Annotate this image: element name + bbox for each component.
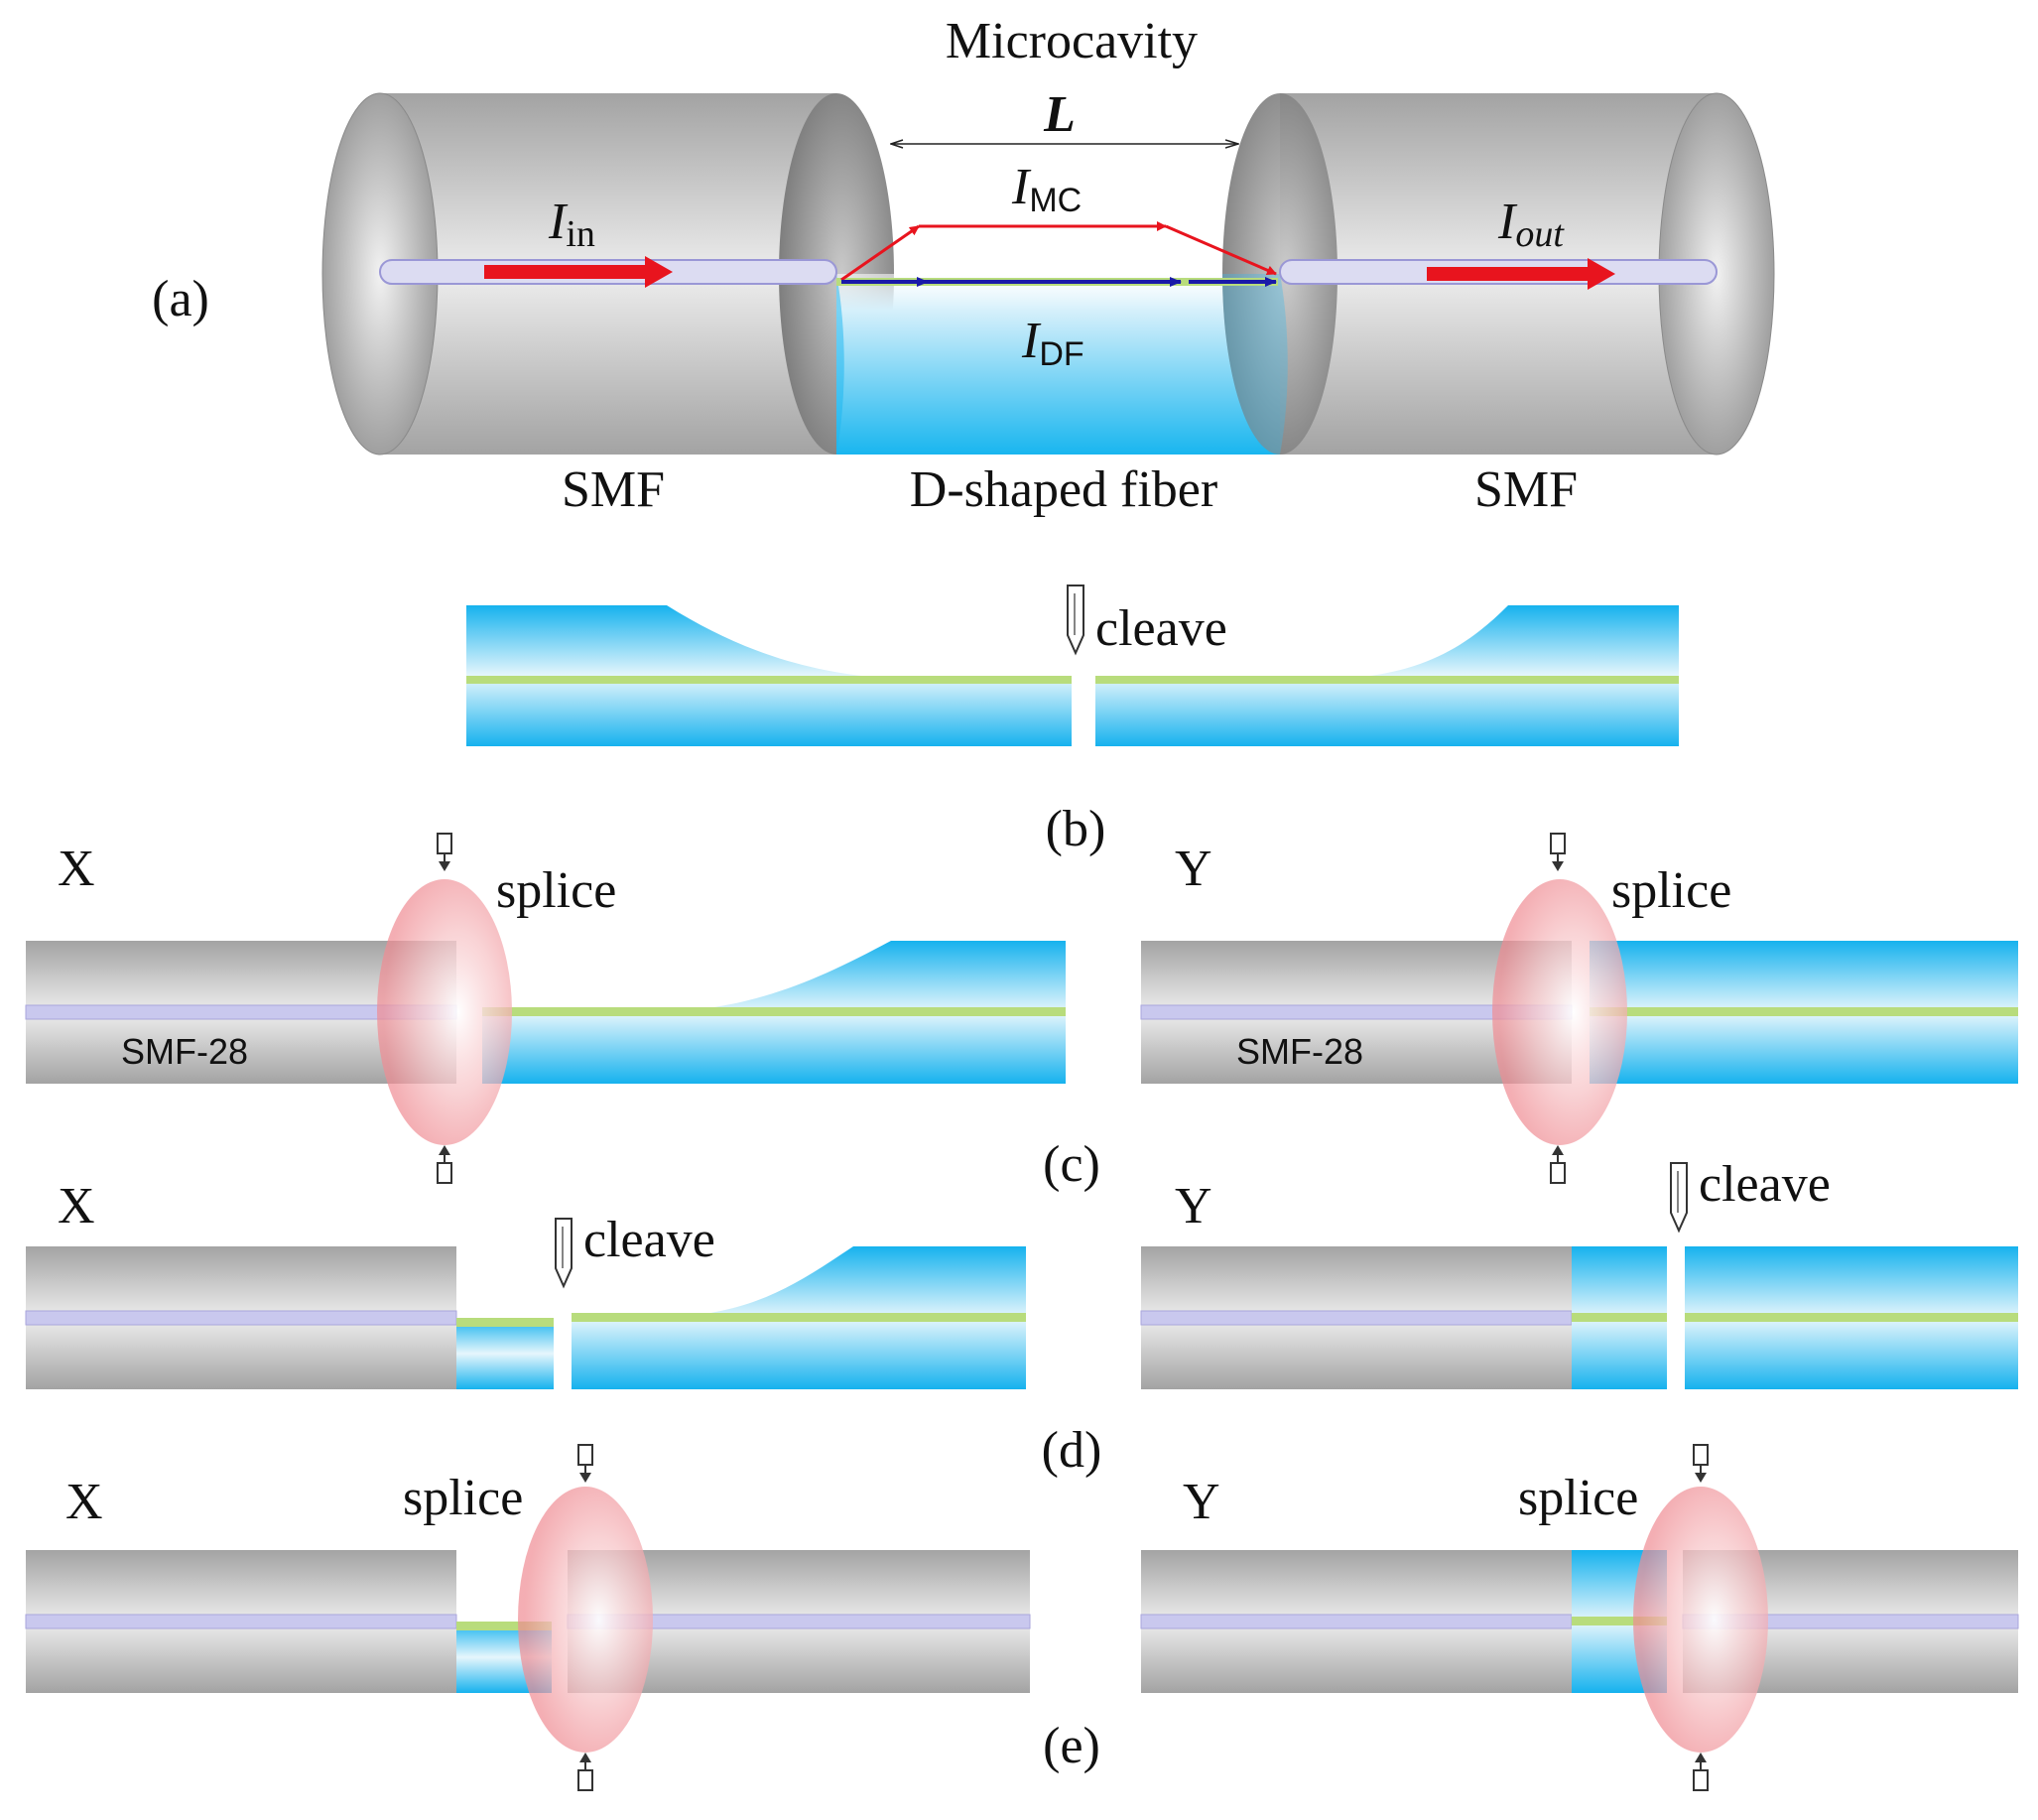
- splice-arc-y: [1492, 879, 1627, 1145]
- cleave-label: cleave: [1095, 600, 1227, 657]
- d-fiber-stub-dx: [456, 1318, 554, 1389]
- splice-label-ex: splice: [403, 1470, 523, 1526]
- cleaver-dx: [555, 1218, 573, 1287]
- i-out-label: Iout: [1497, 194, 1565, 255]
- i-mc-label: IMC: [1011, 159, 1082, 219]
- electrode-top-ex: [577, 1444, 593, 1484]
- smf28-label-x: SMF-28: [121, 1031, 248, 1072]
- panel-c-label: (c): [1043, 1136, 1100, 1193]
- splice-label-x: splice: [496, 862, 616, 919]
- splice-label-y: splice: [1611, 862, 1731, 919]
- panel-b-label: (b): [1046, 801, 1106, 857]
- i-df-label: IDF: [1021, 313, 1084, 373]
- splice-arc-ex: [518, 1487, 653, 1753]
- electrode-bottom-x: [437, 1144, 452, 1184]
- electrode-bottom-ex: [577, 1752, 593, 1791]
- panel-e-label: (e): [1043, 1718, 1100, 1774]
- cleave-label-dx: cleave: [583, 1212, 715, 1268]
- panel-a-label: (a): [152, 271, 209, 327]
- electrode-top-x: [437, 833, 452, 872]
- panel-b: cleave (b): [466, 585, 1679, 857]
- panel-d: X cleave Y cleave (d): [25, 1156, 2018, 1479]
- panel-d-x-label: X: [58, 1178, 95, 1235]
- panel-d-y-label: Y: [1175, 1178, 1212, 1235]
- splice-label-ey: splice: [1518, 1470, 1638, 1526]
- panel-c-x-label: X: [58, 841, 95, 897]
- panel-e-x-label: X: [65, 1474, 103, 1530]
- smf-left-label: SMF: [562, 461, 665, 518]
- panel-a: Microcavity L IMC Iin Iout IDF (a) SMF D…: [152, 13, 1775, 518]
- length-label: L: [1043, 86, 1076, 143]
- microcavity-beam-path: [840, 221, 1277, 282]
- smf-right-label: SMF: [1474, 461, 1578, 518]
- splice-arc-ey: [1633, 1487, 1768, 1753]
- cleaver-tool: [1067, 585, 1084, 654]
- panel-e: X splice Y splice (e): [25, 1444, 2019, 1791]
- panel-c: X SMF-28 splice Y SMF-28 splice (c): [25, 833, 2018, 1193]
- d-shaped-fiber-cavity: [836, 274, 1280, 455]
- electrode-top-ey: [1693, 1444, 1709, 1484]
- smf28-label-y: SMF-28: [1236, 1031, 1363, 1072]
- d-fiber-label: D-shaped fiber: [910, 461, 1217, 518]
- panel-d-label: (d): [1042, 1422, 1102, 1479]
- panel-c-y-label: Y: [1175, 841, 1212, 897]
- cleaver-dy: [1670, 1162, 1688, 1232]
- electrode-bottom-ey: [1693, 1752, 1709, 1791]
- electrode-bottom-y: [1550, 1144, 1566, 1184]
- cleave-label-dy: cleave: [1699, 1156, 1831, 1213]
- electrode-top-y: [1550, 833, 1566, 872]
- splice-arc-x: [377, 879, 512, 1145]
- i-in-label: Iin: [548, 194, 595, 255]
- panel-e-y-label: Y: [1183, 1474, 1220, 1530]
- microcavity-label: Microcavity: [946, 13, 1198, 69]
